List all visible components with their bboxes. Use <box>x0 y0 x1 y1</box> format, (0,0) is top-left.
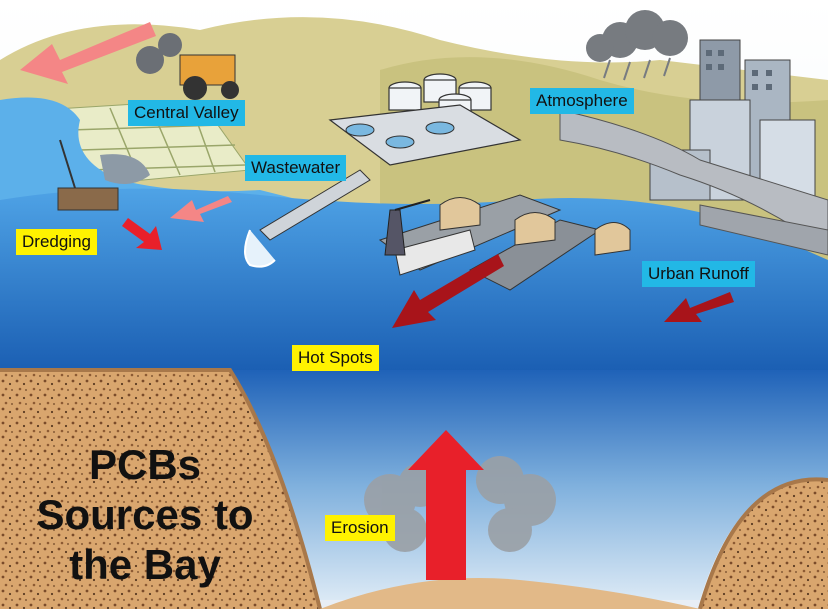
hot-spots-arrow <box>392 254 504 328</box>
diagram-title: PCBs Sources to the Bay <box>14 440 276 590</box>
label-wastewater: Wastewater <box>245 155 347 181</box>
label-central-valley: Central Valley <box>128 100 245 126</box>
urban-runoff-arrow <box>664 292 734 322</box>
label-urban-runoff: Urban Runoff <box>642 261 755 287</box>
label-hot-spots: Hot Spots <box>292 345 379 371</box>
central-valley-arrow <box>20 22 156 84</box>
erosion-arrow <box>408 430 484 580</box>
title-line-2: Sources to <box>36 491 254 538</box>
title-line-1: PCBs <box>88 441 202 488</box>
title-line-3: the Bay <box>69 541 221 588</box>
label-dredging: Dredging <box>16 229 97 255</box>
dredging-arrow <box>122 218 162 250</box>
wastewater-arrow <box>170 196 232 222</box>
label-erosion: Erosion <box>325 515 395 541</box>
label-atmosphere: Atmosphere <box>530 88 634 114</box>
